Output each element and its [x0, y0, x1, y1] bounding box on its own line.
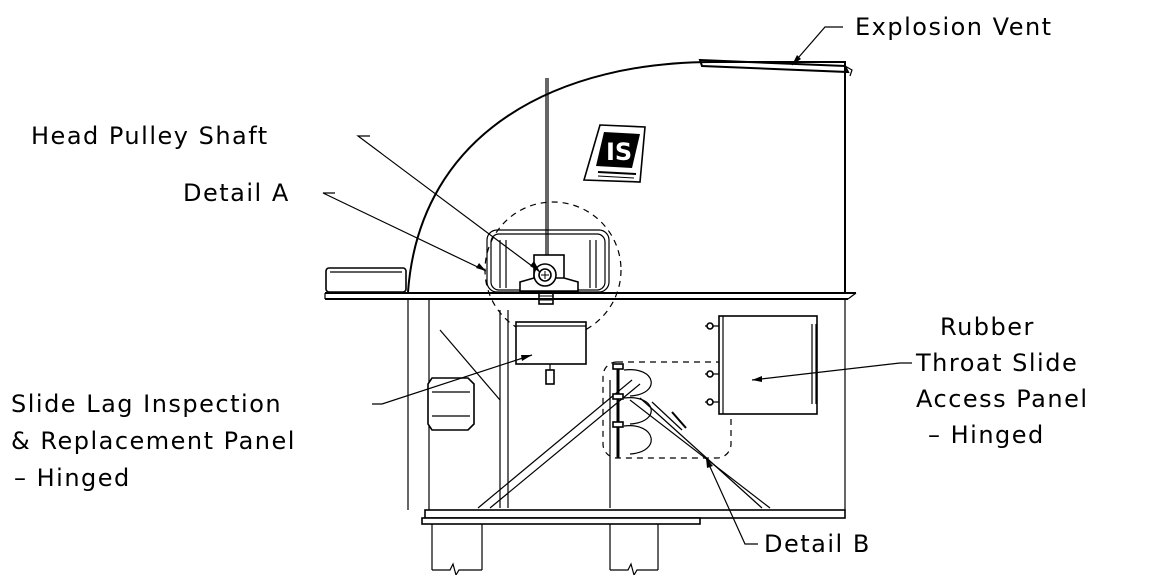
label-rubber-throat-2: Throat Slide: [915, 349, 1078, 377]
deck-plate: [324, 292, 857, 300]
head-hood-outline: [407, 60, 846, 293]
label-slide-lag-3: – Hinged: [14, 464, 131, 492]
elevator-legs: [407, 299, 846, 510]
leader-lines: [322, 26, 912, 545]
label-detail-b: Detail B: [764, 530, 871, 558]
pillow-block-bearing: [519, 254, 579, 305]
slide-lag-panel: [515, 321, 587, 385]
diagonal-bracing: [439, 329, 771, 509]
side-housing: [427, 377, 475, 431]
logo-text: IS: [606, 138, 632, 166]
label-detail-a: Detail A: [183, 179, 290, 207]
label-head-pulley-shaft: Head Pulley Shaft: [31, 122, 269, 150]
label-slide-lag-1: Slide Lag Inspection: [11, 390, 282, 418]
logo-plate: IS: [582, 124, 646, 183]
rubber-throat-panel: [705, 315, 818, 415]
drive-housing: [325, 267, 407, 293]
explosion-vent-plate: [698, 58, 850, 74]
label-rubber-throat-4: – Hinged: [928, 421, 1045, 449]
label-rubber-throat-1: Rubber: [940, 313, 1035, 341]
bucket-scoops: [612, 363, 687, 458]
base-plates: [421, 509, 846, 575]
label-slide-lag-2: & Replacement Panel: [11, 427, 296, 455]
label-rubber-throat-3: Access Panel: [916, 385, 1089, 413]
label-explosion-vent: Explosion Vent: [855, 13, 1053, 41]
